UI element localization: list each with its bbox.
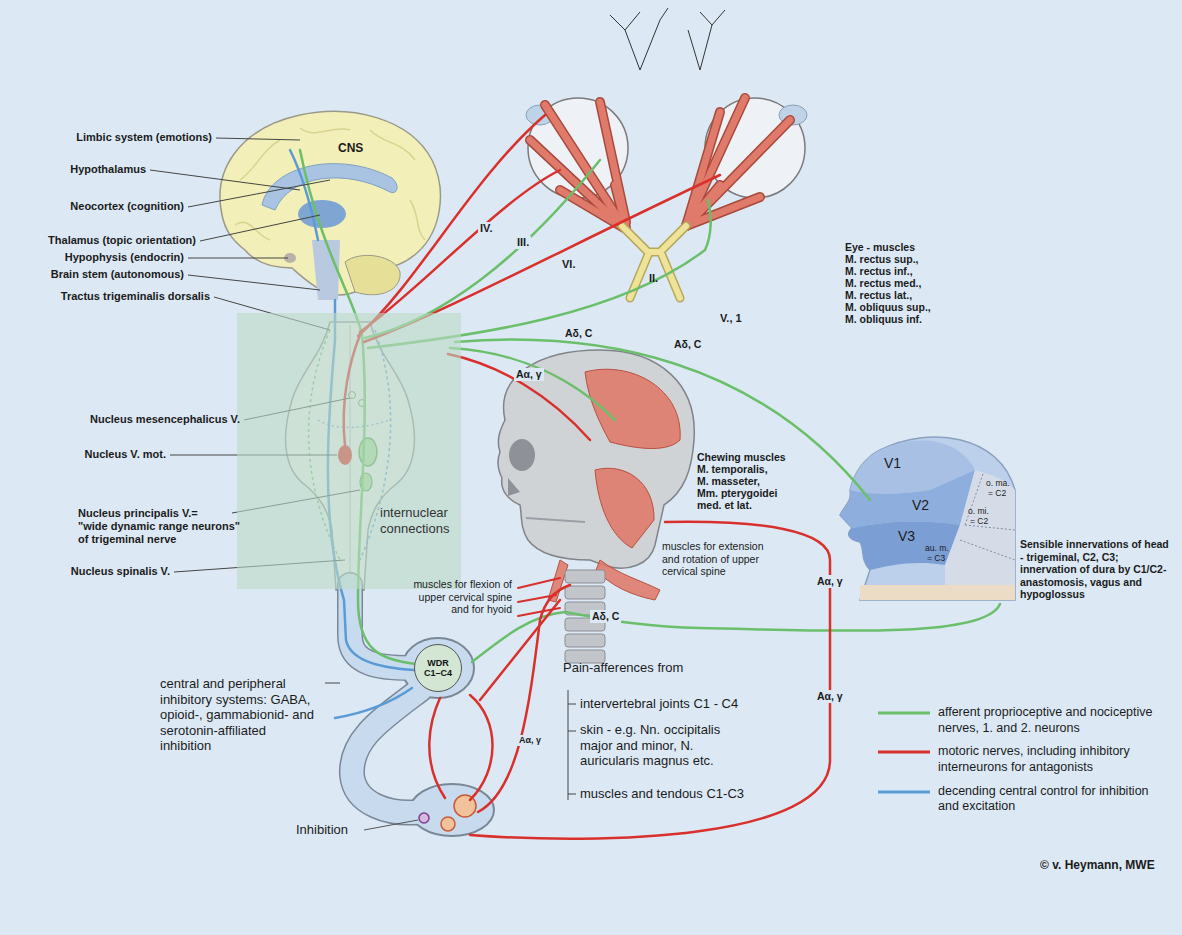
text-label: central and peripheral inhibitory system… [160, 676, 320, 754]
text-label: Thalamus (topic orientation) [48, 234, 196, 247]
legend-line-sample [878, 790, 930, 793]
text-label: Nucleus principalis V.= [78, 507, 198, 520]
text-label: M. rectus med., [845, 277, 921, 290]
text-label: M. temporalis, [697, 463, 768, 476]
text-label: = C2 [970, 516, 988, 526]
text-label: CNS [338, 141, 363, 155]
text-label: Nucleus spinalis V. [71, 565, 170, 578]
text-label: o. mi. [968, 506, 989, 516]
text-label: Eye - muscles [845, 241, 915, 254]
neuron-label: WDR C1–C4 [420, 658, 456, 679]
legend-line [878, 705, 930, 719]
text-label: Brain stem (autonomous) [51, 268, 184, 281]
text-label: M. masseter, [697, 475, 760, 488]
text-label: Mm. pterygoidei [697, 487, 778, 500]
neuron-circle: WDR C1–C4 [414, 644, 462, 692]
text-label: Neocortex (cognition) [70, 200, 184, 213]
text-label: Pain-afferences from [563, 660, 683, 676]
text-label: Chewing muscles [697, 451, 786, 464]
legend-text: afferent proprioceptive and nociceptive … [938, 705, 1168, 736]
text-label: VI. [560, 258, 577, 271]
legend-row: motoric nerves, including inhibitory int… [878, 744, 1168, 775]
text-label: © v. Heymann, MWE [1040, 858, 1155, 872]
text-label: II. [649, 272, 658, 285]
legend-text: decending central control for inhibition… [938, 784, 1168, 815]
text-label: M. obliquus sup., [845, 301, 931, 314]
legend-row: decending central control for inhibition… [878, 784, 1168, 815]
text-label: III. [515, 236, 531, 249]
region-label: internuclear connections [380, 505, 460, 538]
text-label: Hypothalamus [70, 163, 146, 176]
text-label: Aα, γ [815, 690, 845, 703]
text-label: "wide dynamic range neurons" [78, 520, 240, 533]
text-label: muscles for flexion of upper cervical sp… [412, 578, 512, 616]
text-label: Aα, γ [815, 575, 845, 588]
legend: afferent proprioceptive and nociceptive … [878, 705, 1168, 815]
legend-line [878, 744, 930, 758]
text-label: M. obliquus inf. [845, 313, 922, 326]
text-label: Hypophysis (endocrin) [65, 251, 184, 264]
legend-line-sample [878, 712, 930, 715]
legend-line-sample [878, 751, 930, 754]
text-label: V3 [898, 528, 915, 545]
legend-row: afferent proprioceptive and nociceptive … [878, 705, 1168, 736]
legend-line [878, 784, 930, 798]
text-label: Aδ, C [563, 327, 594, 340]
text-label: Nucleus mesencephalicus V. [90, 413, 240, 426]
text-label: skin - e.g. Nn. occipitalis major and mi… [580, 722, 755, 769]
text-label: Sensible innervations of head - trigemin… [1020, 538, 1175, 601]
text-label: = C2 [988, 488, 1006, 498]
text-label: o. ma. [986, 478, 1010, 488]
text-label: Tractus trigeminalis dorsalis [61, 290, 210, 303]
legend-text: motoric nerves, including inhibitory int… [938, 744, 1168, 775]
text-label: Nucleus V. mot. [84, 448, 166, 461]
text-label: Aα, γ [517, 735, 543, 746]
text-label: M. rectus lat., [845, 289, 912, 302]
text-label: V1 [884, 455, 901, 472]
text-label: Inhibition [296, 822, 348, 838]
text-label: IV. [478, 222, 494, 235]
text-label: Limbic system (emotions) [76, 131, 212, 144]
text-label: au. m. [925, 543, 949, 553]
text-label: med. et lat. [697, 499, 752, 512]
text-label: M. rectus sup., [845, 253, 919, 266]
text-label: Aδ, C [672, 338, 703, 351]
text-label: V., 1 [718, 312, 744, 325]
text-label: M. rectus inf., [845, 265, 913, 278]
text-label: of trigeminal nerve [78, 533, 176, 546]
text-label: muscles and tendous C1-C3 [580, 786, 744, 802]
text-label: intervertebral joints C1 - C4 [580, 696, 738, 712]
text-label: Aα, γ [514, 368, 544, 381]
text-label: muscles for extension and rotation of up… [662, 540, 782, 578]
text-label: = C3 [927, 553, 945, 563]
region-band: internuclear connections [237, 313, 461, 589]
text-label: V2 [912, 497, 929, 514]
text-label: Aδ, C [590, 610, 621, 623]
